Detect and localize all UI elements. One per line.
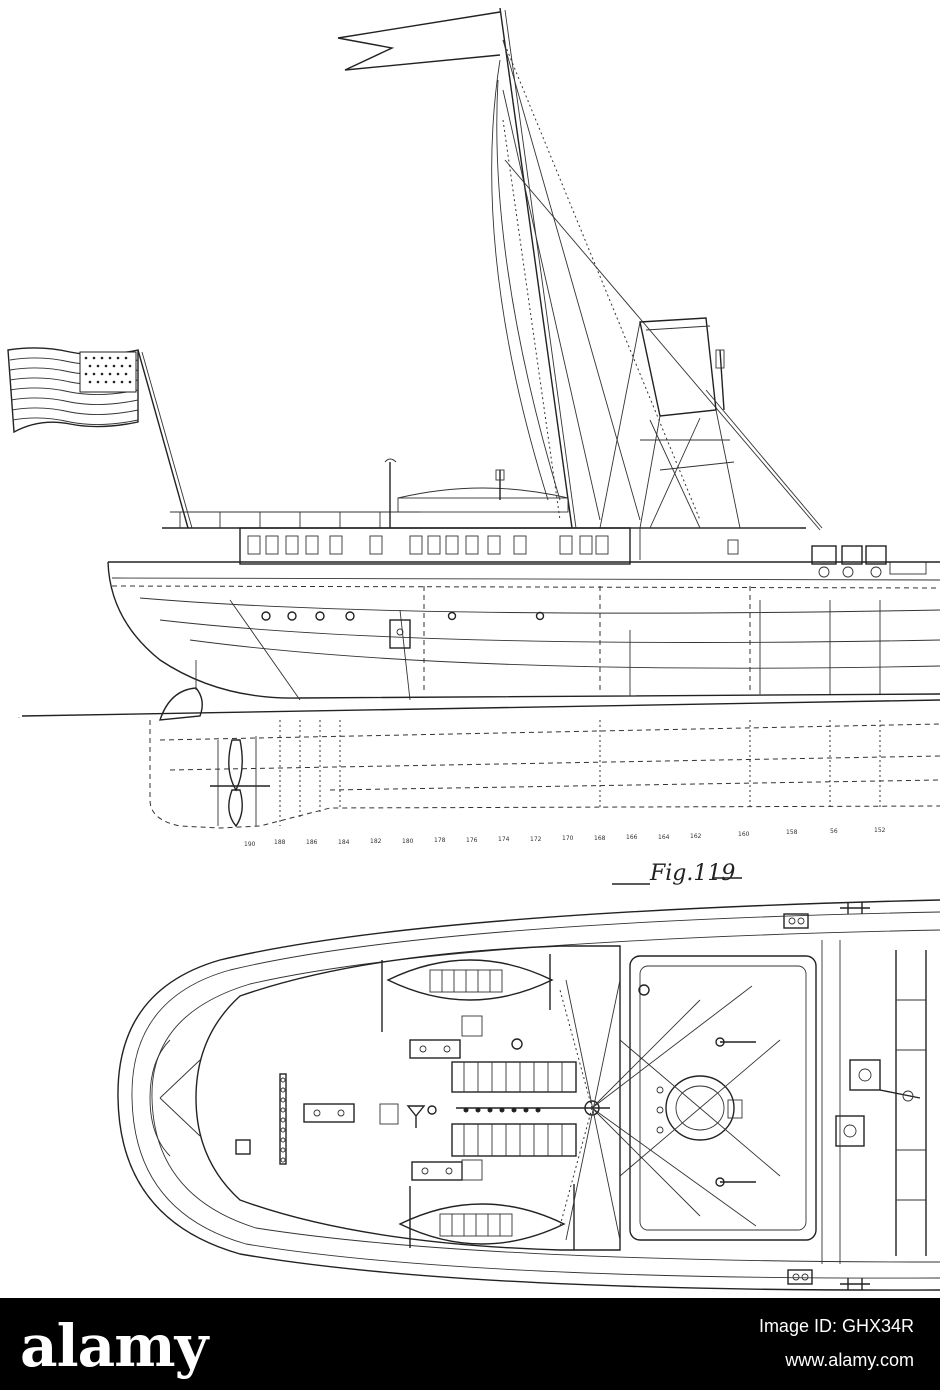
bitt	[409, 1039, 461, 1059]
rudder	[158, 687, 203, 721]
svg-text:172: 172	[530, 836, 542, 843]
svg-text:160: 160	[738, 831, 750, 838]
hull-hatch	[389, 619, 411, 649]
svg-text:170: 170	[562, 835, 574, 842]
svg-text:158: 158	[786, 829, 798, 836]
watermark-brand-logo: alamy	[20, 1312, 208, 1380]
ensign-staff	[137, 349, 189, 529]
hull-outline	[117, 899, 940, 1291]
watermark-footer: alamy Image ID: GHX34R www.alamy.com	[0, 1298, 940, 1390]
windlass-plan	[835, 1059, 921, 1147]
side-elevation: . 190 188 186 184	[7, 7, 940, 848]
svg-text:152: 152	[874, 827, 886, 834]
smokestack	[599, 317, 823, 529]
lifeboat-side	[397, 497, 569, 513]
us-flag	[7, 347, 139, 434]
deckhouse	[162, 458, 806, 565]
whistle	[719, 349, 725, 411]
svg-text:186: 186	[306, 839, 318, 846]
mainsail-edge	[491, 59, 549, 501]
deck-plan	[117, 899, 940, 1291]
porthole	[261, 611, 271, 621]
watermark-image-id: Image ID: GHX34R	[758, 1316, 914, 1336]
svg-text:180: 180	[402, 838, 414, 845]
propeller	[210, 736, 270, 828]
svg-text:166: 166	[626, 834, 638, 841]
svg-text:182: 182	[370, 838, 382, 845]
figure-caption: Fig.119	[649, 861, 735, 886]
frame-numbers: 190 188 186 184 182 180 178 176 174 172 …	[244, 827, 886, 848]
svg-text:164: 164	[658, 834, 670, 841]
hull-profile	[107, 561, 940, 701]
funnel-plan	[656, 1075, 743, 1141]
watermark-site-url: www.alamy.com	[785, 1350, 914, 1370]
svg-text:176: 176	[466, 837, 478, 844]
svg-text:184: 184	[338, 839, 350, 846]
svg-text:190: 190	[244, 841, 256, 848]
engine-room-casing	[629, 955, 817, 1241]
lifeboat-starboard	[398, 1184, 575, 1250]
svg-text:178: 178	[434, 837, 446, 844]
svg-text:56: 56	[830, 828, 838, 835]
svg-text:188: 188	[274, 839, 286, 846]
svg-text:.: .	[18, 713, 20, 720]
svg-text:174: 174	[498, 836, 510, 843]
shroud-lines	[559, 979, 781, 1241]
main-mast	[499, 7, 573, 529]
tugboat-drawing: . 190 188 186 184	[7, 7, 940, 1291]
pennant-flag	[337, 11, 501, 71]
windlass	[811, 545, 927, 578]
svg-text:162: 162	[690, 833, 702, 840]
skylight-grating	[451, 1061, 610, 1157]
technical-drawing-plate: . 190 188 186 184	[7, 7, 940, 1291]
underwater-hull	[149, 720, 940, 829]
svg-text:168: 168	[594, 835, 606, 842]
waterline	[21, 699, 940, 717]
lifeboat-port	[381, 954, 554, 1032]
chain-pipes	[279, 1073, 287, 1165]
